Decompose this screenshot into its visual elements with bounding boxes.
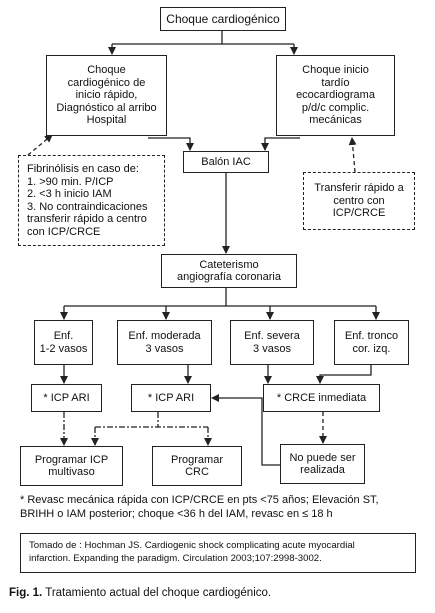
node-enf-severa: Enf. severa 3 vasos [230, 320, 314, 365]
arrow-no-puede-to-icp2 [211, 394, 280, 466]
node-transferir: Transferir rápido a centro con ICP/CRCE [303, 172, 415, 230]
arrow-rapido-to-balon [148, 137, 194, 151]
node-inicio-rapido: Choque cardiogénico de inicio rápido, Di… [46, 55, 167, 136]
footnote: * Revasc mecánica rápida con ICP/CRCE en… [20, 494, 379, 520]
figure-caption: Fig. 1. Tratamiento actual del choque ca… [9, 587, 271, 599]
source-reference: Tomado de : Hochman JS. Cardiogenic shoc… [20, 533, 416, 573]
node-icp-ari-1: * ICP ARI [31, 384, 102, 412]
node-crce-inmediata: * CRCE inmediata [263, 384, 380, 412]
caption-label: Fig. 1. [9, 587, 43, 599]
node-balon-iac: Balón IAC [183, 151, 269, 173]
node-enf-tronco: Enf. tronco cor. izq. [334, 320, 409, 365]
node-choque-cardiogenico: Choque cardiogénico [160, 7, 286, 31]
node-no-puede: No puede ser realizada [280, 444, 365, 484]
caption-text: Tratamiento actual del choque cardiogéni… [42, 587, 272, 599]
node-fibrinolisis: Fibrinólisis en caso de: 1. >90 min. P/I… [18, 155, 165, 246]
node-programar-icp: Programar ICP multivaso [20, 446, 123, 486]
node-programar-crc: Programar CRC [152, 446, 242, 486]
node-cateterismo: Cateterismo angiografía coronaria [161, 254, 297, 288]
arrow-fibrinolisis-to-rapido [27, 134, 53, 156]
arrow-transferir-to-tardio [348, 137, 357, 173]
node-enf-1-2-vasos: Enf. 1-2 vasos [34, 320, 93, 365]
node-enf-moderada: Enf. moderada 3 vasos [117, 320, 212, 365]
arrow-tardio-to-balon [261, 137, 300, 151]
node-inicio-tardio: Choque inicio tardío ecocardiograma p/d/… [276, 55, 395, 136]
arrow-tronco-to-crce [316, 365, 372, 384]
node-icp-ari-2: * ICP ARI [131, 384, 211, 412]
